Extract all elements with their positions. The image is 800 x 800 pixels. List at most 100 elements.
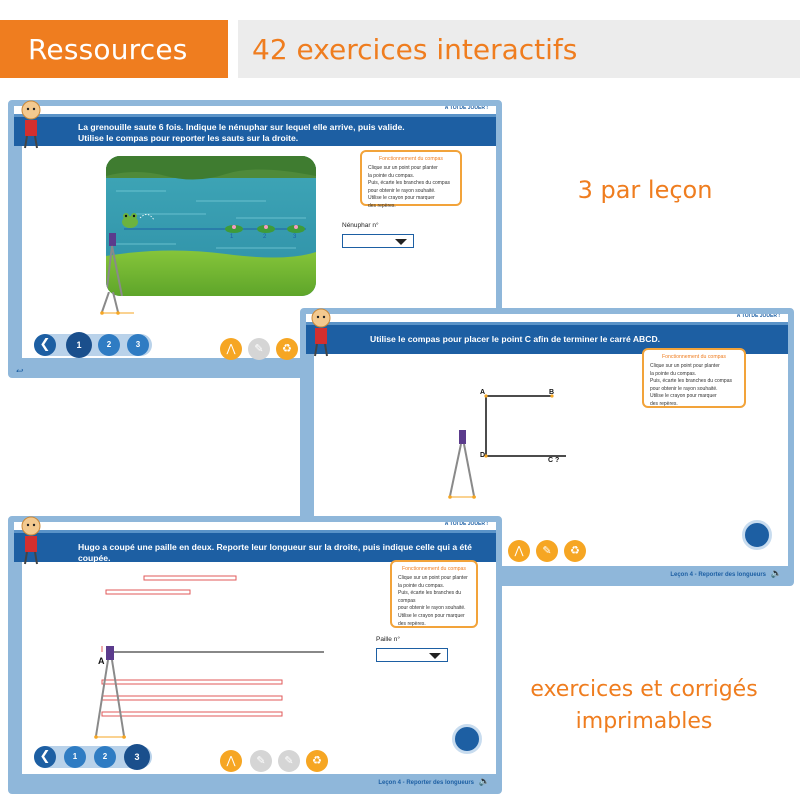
exercise-tab-1[interactable]: 1 — [64, 746, 86, 768]
straw-select[interactable] — [376, 648, 448, 662]
return-arrow-icon[interactable]: ↩ — [16, 367, 24, 377]
pencil-tool-button[interactable]: ✎ — [250, 750, 272, 772]
point-c-unknown: C ? — [548, 457, 560, 464]
trash-icon: ♻ — [312, 754, 322, 767]
instruction-bar: Hugo a coupé une paille en deux. Reporte… — [14, 530, 496, 563]
validate-button[interactable] — [742, 520, 772, 550]
fin-label: À TOI DE JOUER ! — [444, 105, 488, 111]
straw-select-label: Paille n° — [376, 636, 400, 643]
lesson-label: Leçon 4 - Reporter des longueurs — [670, 572, 766, 578]
help-line: Clique sur un point pour planter — [368, 165, 438, 171]
left-frame — [306, 354, 314, 580]
instruction-line-1: La grenouille saute 6 fois. Indique le n… — [78, 122, 405, 132]
help-line: Puis, écarte les branches du — [398, 590, 462, 597]
pencil-icon: ✎ — [254, 342, 264, 355]
compass-help-box: Fonctionnement du compas Clique sur un p… — [390, 560, 478, 628]
help-title: Fonctionnement du compas — [661, 354, 726, 360]
speaker-icon[interactable]: 🔈 — [770, 569, 782, 579]
chevron-left-icon: ❮ — [39, 337, 51, 352]
chevron-left-icon: ❮ — [39, 749, 51, 764]
pencil-tool-button[interactable]: ✎ — [248, 338, 270, 360]
fin-label: À TOI DE JOUER ! — [736, 313, 780, 319]
fin-label: À TOI DE JOUER ! — [444, 521, 488, 527]
caption-printable: exercices et corrigés imprimables — [508, 674, 780, 738]
help-line: des repères. — [368, 202, 396, 209]
speaker-icon[interactable]: 🔈 — [478, 777, 490, 787]
help-line: compas — [398, 597, 416, 604]
lily-number-2: 2 — [263, 234, 267, 240]
help-line: pour obtenir le rayon souhaité. — [398, 605, 466, 612]
exercise-nav — [34, 334, 152, 356]
compass-tool[interactable] — [90, 646, 134, 742]
caption-per-lesson: 3 par leçon — [577, 176, 713, 204]
trash-icon: ♻ — [570, 544, 580, 557]
point-a: A — [480, 389, 486, 396]
exercise-tab-1[interactable]: 1 — [66, 332, 92, 358]
exercise-tab-3[interactable]: 3 — [127, 334, 149, 356]
lily-select[interactable] — [342, 234, 414, 248]
eraser-tool-button[interactable]: ♻ — [564, 540, 586, 562]
resources-badge-label: Ressources — [28, 32, 188, 66]
help-line: Utilise le crayon pour marquer — [650, 393, 717, 400]
lily-number-1: 1 — [230, 234, 234, 240]
compass-icon: ⋀ — [226, 754, 236, 767]
exercise-screen-3: À TOI DE JOUER ! Hugo a coupé une paille… — [8, 516, 502, 794]
point-a: A — [98, 656, 105, 666]
eraser-tool-button[interactable]: ♻ — [276, 338, 298, 360]
help-line: pour obtenir le rayon souhaité. — [650, 385, 718, 392]
chevron-down-icon — [429, 653, 441, 659]
compass-icon: ⋀ — [514, 544, 524, 557]
help-line: la pointe du compas. — [650, 370, 697, 377]
help-line: Clique sur un point pour planter — [650, 363, 720, 369]
help-line: Puis, écarte les branches du compas — [650, 378, 732, 385]
square-construction — [484, 394, 566, 458]
back-button[interactable]: ❮ — [34, 746, 56, 768]
validate-button[interactable] — [452, 724, 482, 754]
header-title: 42 exercices interactifs — [252, 32, 578, 66]
exercise-tab-3[interactable]: 3 — [124, 744, 150, 770]
straws-construction — [101, 575, 324, 717]
mascot-1 — [16, 98, 46, 150]
chevron-down-icon — [395, 239, 407, 245]
point-d: D — [480, 452, 486, 459]
pencil-icon: ✎ — [256, 754, 266, 767]
exercise-tab-2[interactable]: 2 — [94, 746, 116, 768]
mascot-2 — [306, 306, 336, 358]
help-line: la pointe du compas. — [398, 582, 445, 589]
pond-illustration — [106, 156, 316, 296]
help-line: la pointe du compas. — [368, 172, 415, 179]
back-button[interactable]: ❮ — [34, 334, 56, 356]
help-title: Fonctionnement du compas — [401, 566, 466, 572]
pencil-icon: ✎ — [284, 754, 294, 767]
help-line: Utilise le crayon pour marquer — [398, 612, 465, 619]
left-frame — [14, 146, 22, 372]
caption-printable-line-1: exercices et corrigés — [530, 677, 758, 702]
lily-number-3: 3 — [293, 234, 297, 240]
exercise-screen-1: À TOI DE JOUER ! La grenouille saute 6 f… — [8, 100, 502, 378]
compass-tool-button[interactable]: ⋀ — [220, 750, 242, 772]
mascot-3 — [16, 514, 46, 566]
instruction-line-2: Utilise le compas pour reporter les saut… — [78, 133, 299, 143]
left-frame — [14, 562, 22, 788]
trash-tool-button[interactable]: ♻ — [306, 750, 328, 772]
help-line: des repères. — [650, 400, 678, 407]
help-line: Puis, écarte les branches du compas — [368, 180, 450, 187]
lesson-label: Leçon 4 - Reporter des longueurs — [378, 780, 474, 786]
bottom-frame — [14, 774, 496, 788]
compass-tool-button[interactable]: ⋀ — [508, 540, 530, 562]
point-b: B — [549, 389, 555, 396]
exercise-tab-2[interactable]: 2 — [98, 334, 120, 356]
compass-help-box: Fonctionnement du compas Clique sur un p… — [642, 348, 746, 408]
help-line: Utilise le crayon pour marquer — [368, 195, 435, 202]
compass-tool[interactable] — [96, 292, 136, 318]
lily-select-label: Nénuphar n° — [342, 222, 379, 229]
pencil-tool-button[interactable]: ✎ — [536, 540, 558, 562]
trash-icon: ♻ — [282, 342, 292, 355]
eraser-tool-button[interactable]: ✎ — [278, 750, 300, 772]
caption-printable-line-2: imprimables — [575, 709, 713, 734]
compass-tool[interactable] — [442, 430, 482, 500]
help-line: pour obtenir le rayon souhaité. — [368, 187, 436, 194]
pencil-icon: ✎ — [542, 544, 552, 557]
compass-tool-button[interactable]: ⋀ — [220, 338, 242, 360]
